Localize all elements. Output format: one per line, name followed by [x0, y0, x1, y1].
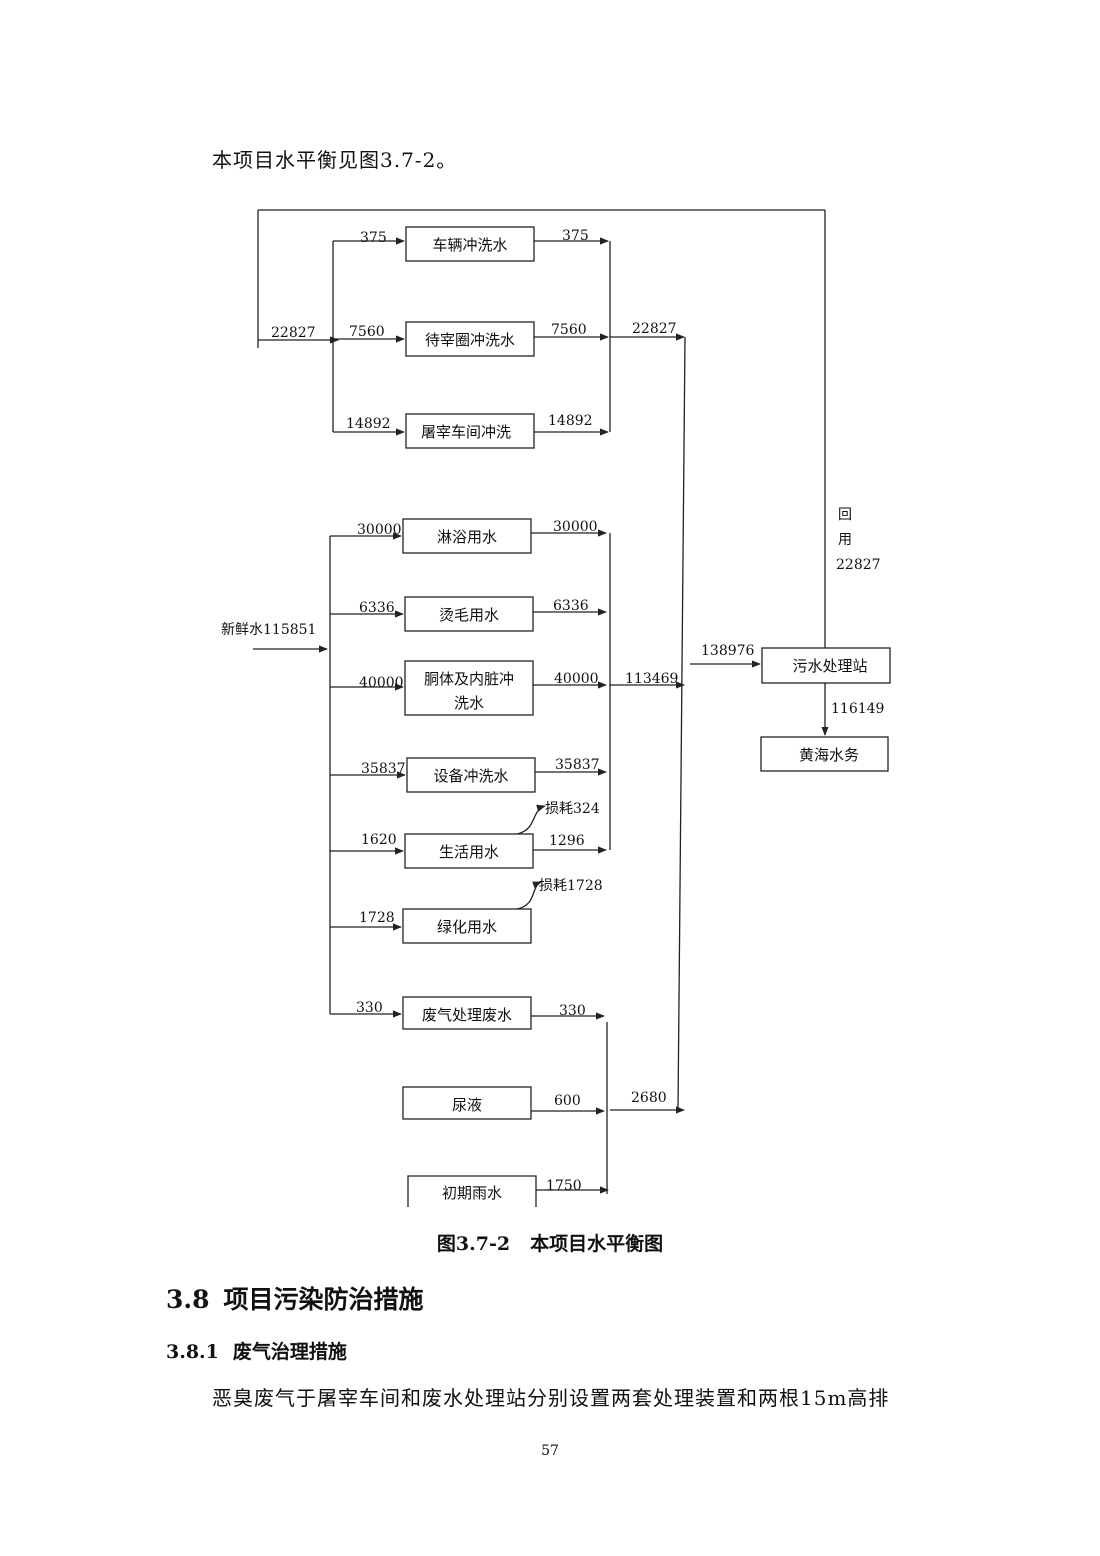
loss-arrow	[516, 804, 546, 835]
box-label: 尿液	[452, 1096, 482, 1114]
loss-arrow	[516, 881, 542, 910]
figure-caption: 图3.7-2 本项目水平衡图	[0, 1229, 1100, 1256]
flow-label: 330	[356, 1000, 383, 1016]
flow-label: 22827	[271, 325, 316, 341]
box-label: 黄海水务	[799, 746, 859, 764]
sewage-station-box	[761, 647, 891, 684]
section-title: 项目污染防治措施	[223, 1285, 424, 1314]
subsection-heading: 3.8.1 废气治理措施	[166, 1337, 361, 1364]
flow-label: 40000	[554, 671, 599, 687]
shower-box	[402, 518, 532, 554]
box-label: 屠宰车间冲洗	[421, 423, 511, 441]
caption-title: 本项目水平衡图	[530, 1233, 664, 1255]
loss-label: 损耗324	[545, 801, 600, 817]
flow-label: 35837	[361, 761, 406, 777]
flow-label: 375	[360, 230, 387, 246]
box-label: 绿化用水	[437, 918, 497, 936]
flow-label: 6336	[359, 600, 395, 616]
box-label: 废气处理废水	[422, 1006, 512, 1024]
flow-label: 1728	[359, 910, 395, 926]
box-label: 污水处理站	[792, 657, 867, 675]
box-label: 生活用水	[439, 843, 499, 861]
carcass-wash-box	[404, 660, 534, 716]
equipment-wash-box	[406, 757, 536, 793]
flow-label: 116149	[831, 701, 884, 717]
box-label: 烫毛用水	[439, 606, 499, 624]
body-paragraph: 恶臭废气于屠宰车间和废水处理站分别设置两套处理装置和两根15m高排	[212, 1386, 890, 1410]
flow-label: 1750	[546, 1178, 582, 1194]
exhaust-wastewater-box	[402, 996, 532, 1030]
loss-label: 损耗1728	[539, 878, 603, 894]
reuse-label: 回	[838, 507, 852, 523]
subsection-number: 3.8.1	[166, 1341, 219, 1363]
reuse-label: 用	[838, 532, 852, 548]
section-number: 3.8	[166, 1285, 210, 1314]
flow-label: 30000	[357, 522, 402, 538]
flow-label: 2680	[631, 1090, 667, 1106]
domestic-water-box	[404, 833, 534, 869]
section-heading: 3.8 项目污染防治措施	[166, 1280, 438, 1316]
slaughter-wash-box	[405, 413, 535, 449]
huanghai-water-box	[760, 736, 889, 772]
box-label: 淋浴用水	[437, 528, 497, 546]
box-label: 初期雨水	[442, 1184, 502, 1202]
reuse-label: 22827	[836, 557, 881, 573]
flow-label: 35837	[555, 757, 600, 773]
flow-label: 330	[559, 1003, 586, 1019]
flow-label: 14892	[548, 413, 593, 429]
scald-box	[404, 596, 534, 632]
pen-wash-box	[405, 321, 535, 357]
flow-label: 14892	[346, 416, 391, 432]
flow-label: 1620	[361, 832, 397, 848]
page-number: 57	[541, 1443, 559, 1459]
flow-label: 30000	[553, 519, 598, 535]
intro-text: 本项目水平衡见图3.7-2。	[212, 148, 458, 172]
box-label: 设备冲洗水	[433, 767, 508, 785]
box-label: 胴体及内脏冲	[424, 670, 514, 688]
box-label: 洗水	[454, 694, 484, 712]
flow-label: 375	[562, 228, 589, 244]
urine-box	[402, 1086, 532, 1120]
subsection-title: 废气治理措施	[232, 1341, 347, 1363]
flow-label: 40000	[359, 675, 404, 691]
flow-label: 7560	[551, 322, 587, 338]
rain-box	[407, 1175, 537, 1207]
flow-label: 600	[554, 1093, 581, 1109]
greening-water-box	[402, 908, 532, 944]
vehicle-wash-box	[405, 226, 535, 262]
flow-label: 6336	[553, 598, 589, 614]
box-label: 车辆冲洗水	[432, 236, 507, 254]
flow-label: 新鲜水115851	[221, 622, 316, 638]
flow-label: 1296	[549, 833, 585, 849]
water-balance-diagram: 车辆冲洗水 待宰圈冲洗水 屠宰车间冲洗 污水处理站 黄海水务 淋浴用水 烫毛用水…	[221, 209, 891, 1207]
flow-label: 22827	[632, 321, 677, 337]
flow-label: 138976	[701, 643, 755, 659]
flow-label: 113469	[625, 671, 678, 687]
flow-label: 7560	[349, 324, 385, 340]
caption-number: 图3.7-2	[436, 1233, 511, 1255]
main-collector	[677, 336, 686, 1111]
box-label: 待宰圈冲洗水	[425, 331, 515, 349]
